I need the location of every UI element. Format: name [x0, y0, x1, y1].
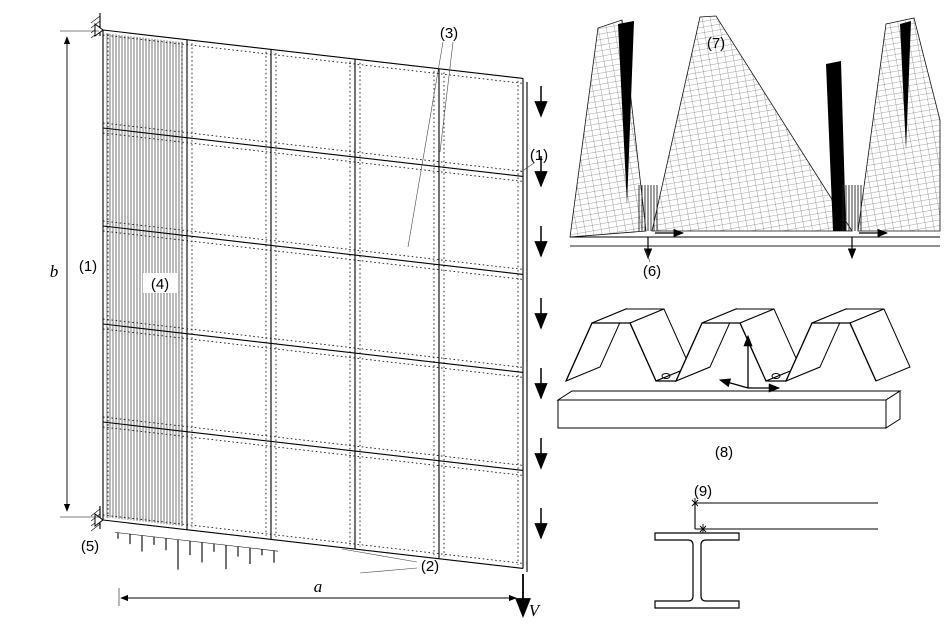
dimension-b: b [50, 30, 99, 518]
trapezoidal-sheeting-3d [565, 308, 911, 382]
fastener-hole-2 [771, 373, 781, 379]
purlin-rows [102, 29, 524, 569]
edge-beam-3d [556, 390, 902, 429]
purlin-fastener-row [102, 122, 524, 172]
mesh-slope-2 [651, 15, 853, 232]
tear-slit-2 [826, 61, 846, 231]
shear-force-label: V [529, 601, 542, 620]
label-7: (7) [707, 35, 725, 52]
purlin-line [102, 127, 524, 177]
sheeting-front-profile [565, 322, 877, 382]
fastener-mark-1 [691, 498, 699, 508]
fastener-hole-1 [661, 373, 671, 379]
pin-support-top-icon [90, 13, 104, 39]
label-6: (6) [643, 263, 661, 280]
purlin-fastener-row [102, 318, 524, 368]
tear-slit-3 [900, 21, 911, 150]
purlin-fastener-row [102, 220, 524, 270]
label-4-backplate [143, 273, 178, 293]
tear-slit-1 [618, 21, 634, 205]
purlin-fastener-row [102, 132, 524, 182]
label-3: (3) [440, 25, 458, 42]
shear-panel-figure: V b a (3) (1) (1) (4) (5) (2) [50, 13, 548, 620]
purlin-line [102, 29, 524, 79]
purlin-fastener-row [102, 328, 524, 378]
fastener-mark-2 [699, 524, 707, 534]
label-9: (9) [694, 483, 712, 500]
leader-1r [520, 162, 535, 173]
ibeam-section [654, 532, 740, 609]
purlin-line [102, 421, 524, 471]
force-left-arrow [718, 378, 749, 389]
purlin-line [102, 323, 524, 373]
purlin-line [102, 225, 524, 275]
crushed-mesh-lines [638, 185, 862, 231]
leader-3b [439, 41, 454, 153]
label-1-right: (1) [530, 147, 548, 164]
label-2: (2) [421, 558, 439, 575]
label-5: (5) [81, 538, 99, 555]
mesh-slope-3 [857, 17, 941, 232]
purlin-fastener-row [102, 416, 524, 466]
label-4: (4) [151, 276, 169, 293]
sheeting-on-beam-detail: (8) [556, 308, 911, 461]
dimension-a-label: a [314, 577, 323, 596]
fastener-force-bars [114, 532, 279, 570]
buckled-sheet-detail: (6) (7) [569, 15, 941, 280]
panel-seams [102, 30, 524, 569]
dimension-a: a [118, 577, 517, 606]
purlin-fastener-row [102, 426, 524, 476]
leader-3a [407, 41, 444, 248]
purlin-line [102, 519, 524, 569]
purlin-fastener-row [102, 34, 524, 84]
leader-6 [644, 247, 651, 263]
dimension-b-label: b [50, 262, 59, 281]
label-1-left: (1) [79, 258, 97, 275]
label-8: (8) [715, 444, 733, 461]
leader-2a [341, 548, 418, 563]
leader-2b [359, 567, 418, 574]
purlin-fastener-row [102, 514, 524, 564]
connection-detail: (9) [654, 483, 878, 609]
purlin-fastener-row [102, 230, 524, 280]
